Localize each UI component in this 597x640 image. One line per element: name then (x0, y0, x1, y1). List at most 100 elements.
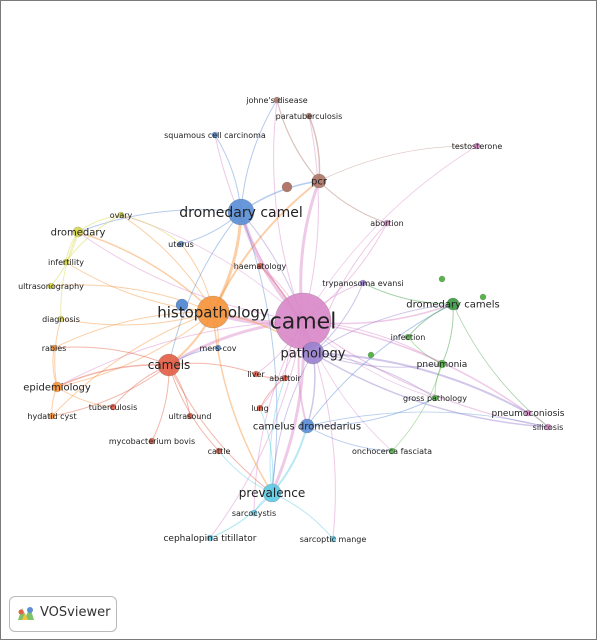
node-label-ultrasonography[interactable]: ultrasonography (18, 282, 84, 291)
network-node-testosterone[interactable] (473, 142, 481, 150)
network-node-lung[interactable] (256, 404, 264, 412)
link-dromedary_camel-dromedary (77, 209, 242, 233)
network-node-ultrasonography[interactable] (47, 282, 55, 290)
node-label-pneumoconiosis[interactable]: pneumoconiosis (492, 409, 565, 419)
node-label-abattoir[interactable]: abattoir (269, 374, 301, 383)
node-label-sarcocystis[interactable]: sarcocystis (232, 509, 276, 518)
network-node-abattoir[interactable] (281, 374, 289, 382)
network-node-pcr[interactable] (311, 173, 327, 189)
network-node-silicosis[interactable] (544, 423, 552, 431)
node-label-trypanosoma-evansi[interactable]: trypanosoma evansi (322, 279, 403, 288)
network-node-prevalence[interactable] (262, 483, 282, 503)
node-label-epidemiology[interactable]: epidemiology (23, 383, 91, 394)
network-node-dromedary[interactable] (72, 226, 84, 238)
link-pathology-dromedary_camels (312, 303, 454, 354)
network-node-johnes-disease[interactable] (273, 96, 281, 104)
network-node-trypanosoma-evansi[interactable] (359, 279, 367, 287)
network-node-sarcocystis[interactable] (250, 509, 258, 517)
network-node-cattle[interactable] (215, 447, 223, 455)
node-label-cattle[interactable]: cattle (208, 447, 231, 456)
node-label-dromedary-camels[interactable]: dromedary camels (406, 300, 499, 311)
network-node-cephalopina-titillator[interactable] (206, 534, 214, 542)
node-label-tuberculosis[interactable]: tuberculosis (89, 403, 137, 412)
node-label-liver[interactable]: liver (247, 370, 265, 379)
node-label-pneumonia[interactable]: pneumonia (417, 360, 468, 370)
node-label-testosterone[interactable]: testosterone (452, 142, 503, 151)
network-node-liver[interactable] (252, 370, 260, 378)
node-label-johnes-disease[interactable]: johne's disease (245, 96, 308, 105)
node-label-pcr[interactable]: pcr (311, 177, 328, 188)
link-histopathology-infertility (65, 261, 214, 313)
node-label-infection[interactable]: infection (391, 333, 426, 342)
link-onchocerca_fasciata-pneumonia (391, 363, 443, 452)
link-camelus_dromedarius-onchocerca_fasciata (306, 425, 393, 452)
network-node-haematology[interactable] (256, 262, 264, 270)
node-label-uterus[interactable]: uterus (168, 240, 194, 249)
node-label-ultrasound[interactable]: ultrasound (169, 412, 212, 421)
vosviewer-badge[interactable]: VOSviewer (9, 596, 117, 632)
network-node-unlabeled-2[interactable] (438, 275, 446, 283)
node-label-infertility[interactable]: infertility (48, 258, 84, 267)
node-label-abortion[interactable]: abortion (370, 219, 404, 228)
network-node-unlabeled-4[interactable] (367, 351, 375, 359)
network-node-camels[interactable] (157, 353, 181, 377)
node-label-diagnosis[interactable]: diagnosis (42, 315, 80, 324)
network-node-paratuberculosis[interactable] (305, 112, 313, 120)
link-histopathology-rabies (53, 311, 214, 349)
node-label-gross-pathology[interactable]: gross pathology (403, 394, 467, 403)
network-node-tuberculosis[interactable] (109, 403, 117, 411)
node-label-mycobacterium-bovis[interactable]: mycobacterium bovis (109, 437, 195, 446)
link-epidemiology-tuberculosis (56, 386, 114, 408)
network-node-hydatid-cyst[interactable] (48, 412, 56, 420)
node-label-pathology[interactable]: pathology (280, 347, 345, 362)
link-histopathology-hydatid_cyst (51, 311, 214, 417)
network-node-dromedary-camels[interactable] (446, 297, 460, 311)
node-label-camels[interactable]: camels (148, 358, 191, 372)
network-node-onchocerca-fasciata[interactable] (388, 447, 396, 455)
link-pathology-pneumoconiosis (312, 352, 529, 414)
node-label-lung[interactable]: lung (251, 404, 268, 413)
network-node-gross-pathology[interactable] (431, 394, 439, 402)
node-label-ovary[interactable]: ovary (110, 211, 133, 220)
network-node-camelus-dromedarius[interactable] (299, 418, 315, 434)
network-node-pneumonia[interactable] (437, 359, 447, 369)
node-label-paratuberculosis[interactable]: paratuberculosis (276, 112, 343, 121)
node-label-silicosis[interactable]: silicosis (533, 423, 564, 432)
node-label-squamous-cell-carcinoma[interactable]: squamous cell carcinoma (164, 131, 266, 140)
network-node-infertility[interactable] (62, 258, 70, 266)
node-label-prevalence[interactable]: prevalence (239, 486, 305, 500)
network-node-dromedary-camel[interactable] (227, 198, 255, 226)
network-node-mycobacterium-bovis[interactable] (148, 437, 156, 445)
network-node-diagnosis[interactable] (57, 315, 65, 323)
node-label-camel[interactable]: camel (270, 310, 337, 335)
node-label-haematology[interactable]: haematology (234, 262, 287, 271)
network-node-abortion[interactable] (383, 219, 391, 227)
network-node-pathology[interactable] (301, 341, 325, 365)
network-node-sarcoptic-mange[interactable] (329, 535, 337, 543)
node-label-camelus-dromedarius[interactable]: camelus dromedarius (253, 422, 361, 433)
network-node-unlabeled-0[interactable] (281, 181, 293, 193)
network-node-rabies[interactable] (50, 344, 58, 352)
network-node-unlabeled-3[interactable] (479, 293, 487, 301)
network-node-ultrasound[interactable] (186, 412, 194, 420)
node-label-dromedary[interactable]: dromedary (51, 228, 106, 239)
network-node-epidemiology[interactable] (51, 381, 63, 393)
network-node-pneumoconiosis[interactable] (524, 409, 532, 417)
network-node-ovary[interactable] (117, 211, 125, 219)
network-node-infection[interactable] (404, 333, 412, 341)
node-label-mers-cov[interactable]: mers-cov (199, 344, 236, 353)
node-label-hydatid-cyst[interactable]: hydatid cyst (27, 412, 76, 421)
node-label-onchocerca-fasciata[interactable]: onchocerca fasciata (352, 447, 432, 456)
network-node-unlabeled-1[interactable] (175, 298, 189, 312)
node-label-histopathology[interactable]: histopathology (157, 303, 269, 321)
network-node-mers-cov[interactable] (214, 344, 222, 352)
network-node-uterus[interactable] (177, 240, 185, 248)
node-label-rabies[interactable]: rabies (42, 344, 67, 353)
link-pathology-pneumonia (312, 352, 443, 368)
node-label-dromedary-camel[interactable]: dromedary camel (179, 205, 303, 221)
node-label-cephalopina-titillator[interactable]: cephalopina titillator (163, 534, 256, 544)
network-node-histopathology[interactable] (196, 295, 230, 329)
node-label-sarcoptic-mange[interactable]: sarcoptic mange (300, 535, 367, 544)
network-node-squamous-cell-carcinoma[interactable] (211, 131, 219, 139)
